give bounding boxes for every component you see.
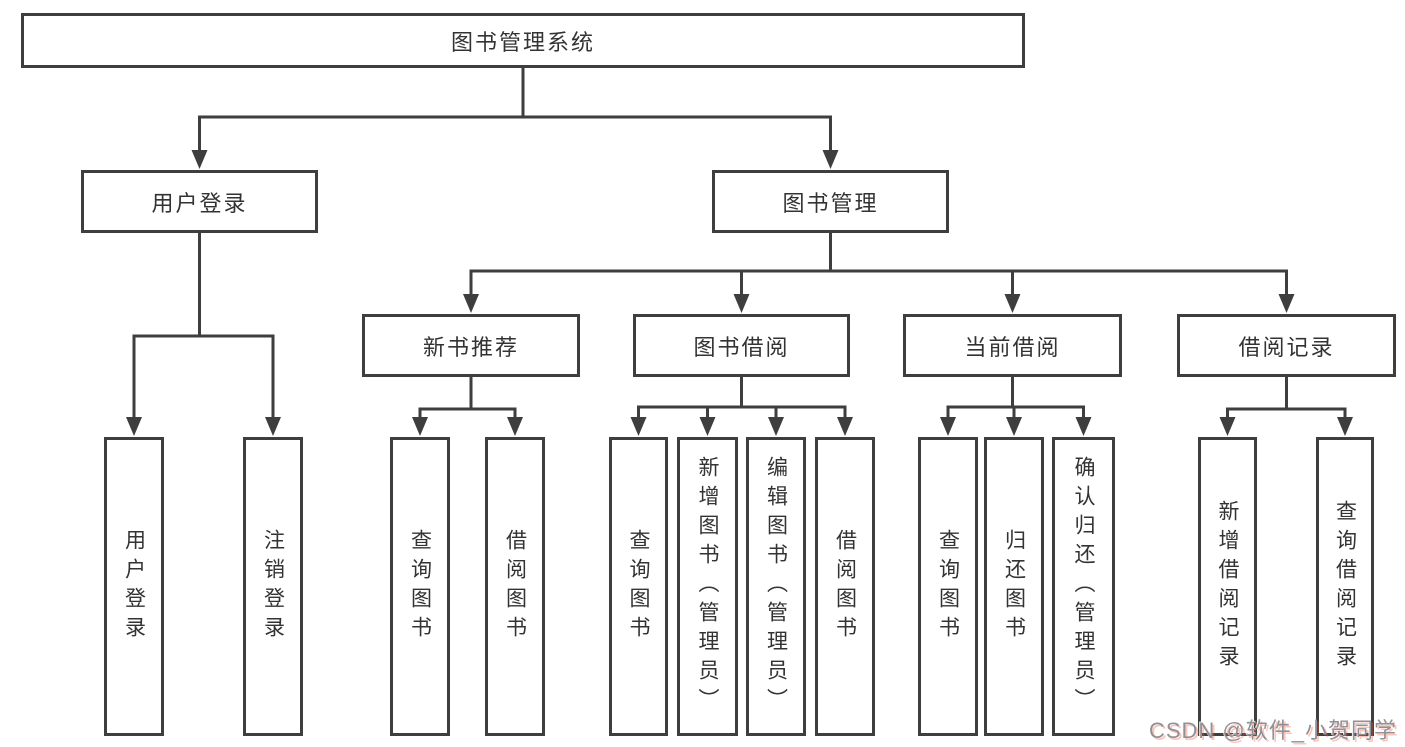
arrow-icon — [837, 417, 853, 436]
arrow-icon — [1219, 417, 1236, 436]
node-label: 当前借阅 — [964, 334, 1061, 360]
leaf-query-books-1: 查询图书 — [390, 437, 450, 736]
leaf-add-borrow-record: 新增借阅记录 — [1198, 437, 1257, 736]
leaf-add-books-admin: 新增图书（管理员） — [677, 437, 738, 736]
arrow-icon — [507, 417, 523, 436]
node-library-system: 图书管理系统 — [21, 13, 1025, 68]
leaf-user-login: 用户登录 — [104, 437, 164, 736]
leaf-logout: 注销登录 — [243, 437, 303, 736]
arrow-icon — [768, 417, 784, 436]
node-label: 借阅图书 — [833, 528, 857, 645]
node-borrow-records: 借阅记录 — [1177, 314, 1396, 377]
arrow-icon — [699, 417, 716, 436]
arrow-icon — [1075, 417, 1092, 436]
node-label: 查询借阅记录 — [1333, 499, 1357, 674]
arrow-icon — [191, 150, 208, 169]
node-label: 图书管理系统 — [450, 29, 595, 55]
node-label: 借阅记录 — [1238, 334, 1335, 360]
node-label: 编辑图书（管理员） — [764, 456, 788, 717]
connector-currentborrow-to-leaves — [946, 377, 1085, 419]
leaf-query-books-3: 查询图书 — [918, 437, 978, 736]
node-label: 注销登录 — [261, 528, 285, 645]
node-current-borrow: 当前借阅 — [903, 314, 1122, 377]
arrow-icon — [1278, 294, 1295, 313]
node-label: 新增图书（管理员） — [696, 456, 719, 717]
csdn-watermark: CSDN @软件_小贺同学 — [1148, 718, 1397, 743]
leaf-query-borrow-record: 查询借阅记录 — [1316, 437, 1374, 736]
node-label: 借阅图书 — [503, 528, 527, 645]
leaf-confirm-return-admin: 确认归还（管理员） — [1052, 437, 1115, 736]
arrow-icon — [1006, 417, 1022, 436]
arrow-icon — [940, 417, 956, 436]
arrow-icon — [412, 417, 428, 436]
connector-bookmgmt-to-level3 — [469, 233, 1288, 296]
node-label: 图书借阅 — [693, 334, 790, 360]
connector-root-to-level2 — [198, 68, 832, 152]
node-label: 用户登录 — [122, 528, 146, 645]
leaf-borrow-books-1: 借阅图书 — [485, 437, 545, 736]
connector-userlogin-to-leaves — [132, 233, 275, 419]
node-book-management-branch: 图书管理 — [712, 170, 949, 233]
leaf-return-books: 归还图书 — [984, 437, 1044, 736]
arrow-icon — [1004, 294, 1021, 313]
arrow-icon — [463, 294, 479, 313]
connector-newbook-to-leaves — [418, 377, 517, 419]
arrow-icon — [822, 150, 839, 169]
arrow-icon — [630, 417, 647, 436]
leaf-edit-books-admin: 编辑图书（管理员） — [746, 437, 806, 736]
arrow-icon — [265, 417, 281, 436]
node-label: 确认归还（管理员） — [1072, 456, 1095, 717]
leaf-query-books-2: 查询图书 — [609, 437, 668, 736]
node-label: 图书管理 — [782, 190, 879, 216]
leaf-borrow-books-2: 借阅图书 — [815, 437, 875, 736]
arrow-icon — [1337, 417, 1353, 436]
node-label: 查询图书 — [936, 528, 960, 645]
node-label: 查询图书 — [408, 528, 432, 645]
node-label: 用户登录 — [151, 190, 248, 216]
node-new-book-recommend: 新书推荐 — [362, 314, 580, 377]
node-label: 新增借阅记录 — [1216, 499, 1239, 674]
arrow-icon — [733, 294, 750, 313]
node-book-borrow: 图书借阅 — [633, 314, 850, 377]
arrow-icon — [126, 417, 142, 436]
node-user-login-branch: 用户登录 — [81, 170, 318, 233]
node-label: 查询图书 — [627, 528, 650, 645]
node-label: 新书推荐 — [422, 334, 519, 360]
connector-bookborrow-to-leaves — [637, 377, 847, 419]
node-label: 归还图书 — [1002, 528, 1026, 645]
connector-borrowrecords-to-leaves — [1226, 377, 1347, 419]
